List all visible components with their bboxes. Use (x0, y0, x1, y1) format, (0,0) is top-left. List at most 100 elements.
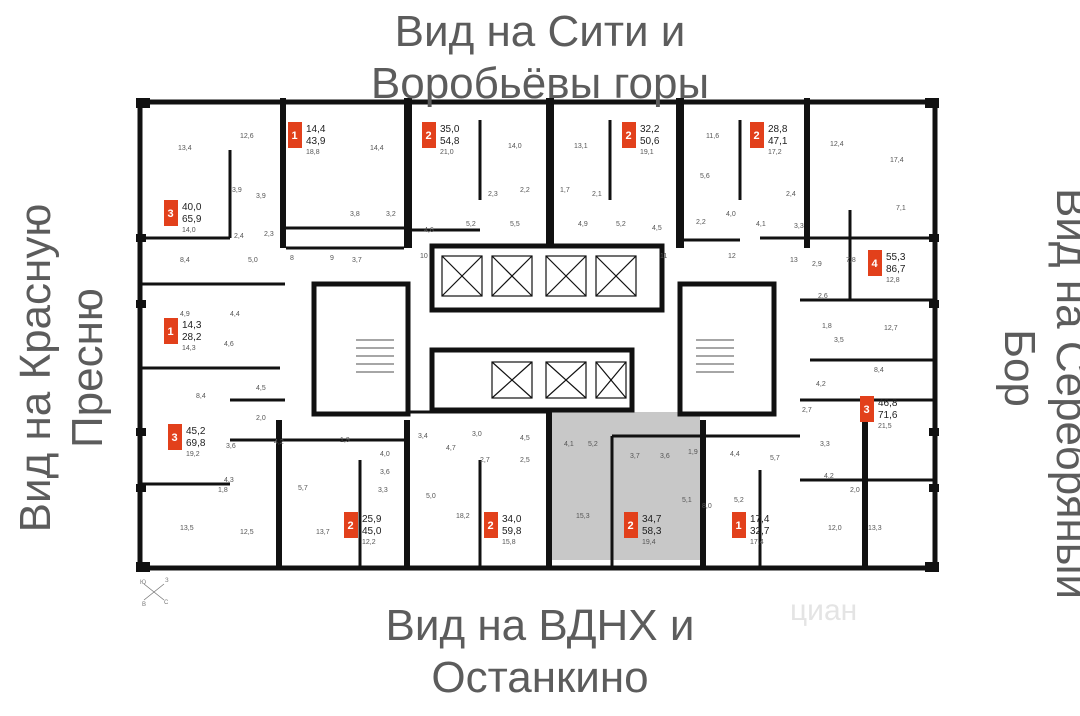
room-count-badge (164, 200, 178, 226)
room-count-badge (868, 250, 882, 276)
living-area: 45,2 (186, 426, 206, 437)
kitchen-area: 14,0 (182, 227, 196, 234)
living-area: 25,9 (362, 514, 382, 525)
room-area-label: 3,0 (472, 431, 482, 438)
room-area-label: 3,5 (834, 337, 844, 344)
apartment-badge[interactable]: 228,847,117,2 (750, 122, 788, 156)
apartment-badges: 114,443,918,8235,054,821,0232,250,619,12… (164, 122, 906, 546)
room-area-label: 4,1 (756, 221, 766, 228)
room-area-label: 4,5 (256, 385, 266, 392)
living-area: 34,7 (642, 514, 662, 525)
room-area-label: 4,2 (824, 473, 834, 480)
view-top-line2: Воробьёвы горы (370, 59, 710, 108)
view-label-left: Вид на Красную Пресню (10, 188, 114, 548)
total-area: 43,9 (306, 136, 326, 147)
room-area-label: 2,7 (802, 407, 812, 414)
apartment-badge[interactable]: 345,269,819,2 (168, 424, 206, 458)
room-area-label: 5,6 (700, 173, 710, 180)
room-area-label: 3,6 (226, 443, 236, 450)
room-area-label: 4,4 (230, 311, 240, 318)
room-area-label: 1,8 (218, 487, 228, 494)
view-label-right: Вид на Серебряный Бор (993, 188, 1080, 600)
outer-walls (137, 99, 938, 571)
room-area-label: 8,0 (702, 503, 712, 510)
total-area: 86,7 (886, 264, 906, 275)
apartment-badge[interactable]: 117,432,717,4 (732, 512, 770, 546)
room-area-label: 5,5 (510, 221, 520, 228)
apartment-badge[interactable]: 455,386,712,8 (868, 250, 906, 284)
room-area-label: 3,8 (350, 211, 360, 218)
apartment-badge[interactable]: 234,059,815,8 (484, 512, 522, 546)
total-area: 50,6 (640, 136, 660, 147)
room-area-label: 5,7 (770, 455, 780, 462)
view-right-line2: Бор (995, 329, 1044, 407)
room-area-label: 7,8 (846, 257, 856, 264)
living-area: 14,4 (306, 124, 326, 135)
room-area-label: 12,7 (884, 325, 898, 332)
room-area-label: 2,3 (264, 231, 274, 238)
room-area-label: 5,2 (588, 441, 598, 448)
room-area-label: 11,6 (706, 133, 719, 140)
room-area-label: 2,2 (696, 219, 706, 226)
compass-s: Ю (140, 580, 146, 586)
room-area-label: 3,2 (386, 211, 396, 218)
total-area: 65,9 (182, 214, 202, 225)
apartment-badge[interactable]: 232,250,619,1 (622, 122, 660, 156)
apartment-badge[interactable]: 235,054,821,0 (422, 122, 460, 156)
compass-e: В (142, 602, 146, 608)
total-area: 28,2 (182, 332, 202, 343)
room-count-badge (622, 122, 636, 148)
total-area: 59,8 (502, 526, 522, 537)
room-area-label: 5,2 (466, 221, 476, 228)
room-count: 2 (426, 130, 432, 142)
room-area-label: 14,0 (508, 143, 522, 150)
room-area-label: 4,2 (816, 381, 826, 388)
room-area-label: 1,9 (340, 437, 350, 444)
room-area-label: 7,1 (896, 205, 906, 212)
room-area-label: 4,7 (446, 445, 456, 452)
room-area-label: 2,0 (850, 487, 860, 494)
room-area-label: 5,2 (616, 221, 626, 228)
room-count-badge (624, 512, 638, 538)
apartment-badge[interactable]: 346,871,621,5 (860, 396, 898, 430)
room-count: 2 (628, 520, 634, 532)
room-area-label: 3,3 (378, 487, 388, 494)
room-area-label: 8,4 (180, 257, 190, 264)
room-area-label: 2,6 (818, 293, 828, 300)
view-label-bottom: Вид на ВДНХ и Останкино (330, 600, 750, 704)
living-area: 46,8 (878, 398, 898, 409)
view-right-line1: Вид на Серебряный (1047, 188, 1080, 600)
apartment-badge[interactable]: 340,065,914,0 (164, 200, 202, 234)
total-area: 71,6 (878, 410, 898, 421)
living-area: 55,3 (886, 252, 906, 263)
living-area: 35,0 (440, 124, 460, 135)
apartment-badge[interactable]: 114,328,214,3 (164, 318, 202, 352)
total-area: 58,3 (642, 526, 662, 537)
room-area-label: 3,7 (352, 257, 362, 264)
living-area: 17,4 (750, 514, 770, 525)
room-area-label: 4,0 (726, 211, 736, 218)
room-area-label: 4,0 (380, 451, 390, 458)
view-left-line1: Вид на Красную (11, 203, 60, 533)
apartment-badge[interactable]: 225,945,012,2 (344, 512, 382, 546)
room-count: 3 (172, 432, 178, 444)
building-core (311, 243, 777, 417)
apartment-badge[interactable]: 234,758,319,4 (624, 512, 662, 546)
room-area-label: 12 (728, 253, 736, 260)
room-area-label: 13,7 (316, 529, 330, 536)
room-area-label: 4,2 (274, 439, 284, 446)
room-area-label: 5,7 (298, 485, 308, 492)
room-area-label: 2,9 (812, 261, 822, 268)
room-count: 1 (168, 326, 174, 338)
room-area-label: 4,9 (180, 311, 190, 318)
kitchen-area: 15,8 (502, 539, 516, 546)
room-count: 2 (348, 520, 354, 532)
apartment-badge[interactable]: 114,443,918,8 (288, 122, 326, 156)
room-area-label: 1,7 (560, 187, 570, 194)
room-count: 3 (864, 404, 870, 416)
kitchen-area: 17,4 (750, 539, 764, 546)
room-area-label: 2,0 (256, 415, 266, 422)
room-area-label: 4,6 (224, 341, 234, 348)
room-area-label: 2,4 (234, 233, 244, 240)
